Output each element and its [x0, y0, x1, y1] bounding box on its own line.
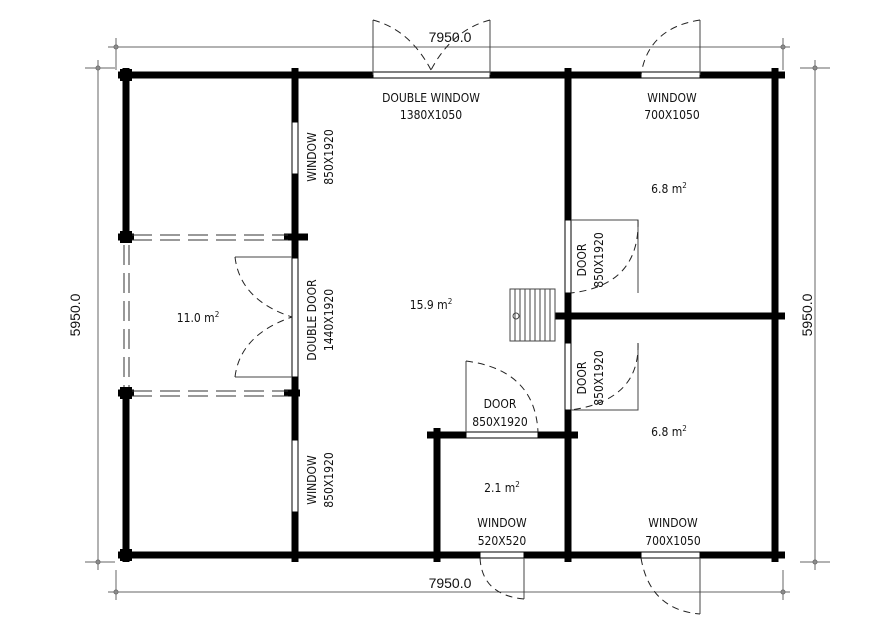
label-lower-door-size: 850X1920: [592, 350, 606, 406]
room-area-porch: 11.0 m2: [177, 310, 220, 325]
label-top-window-size: 700X1050: [644, 108, 700, 122]
room-area-bedroom-1: 6.8 m2: [651, 181, 687, 196]
room-area-bathroom: 2.1 m2: [484, 480, 520, 495]
dimension-top: 7950.0: [429, 29, 472, 45]
dimension-right: 5950.0: [799, 293, 815, 336]
label-bath-window-name: WINDOW: [477, 516, 527, 530]
dimension-lines: [85, 38, 830, 600]
label-upper-door-size: 850X1920: [592, 232, 606, 288]
label-double-window-size: 1380X1050: [400, 108, 462, 122]
label-double-window-name: DOUBLE WINDOW: [382, 91, 480, 105]
openings: [291, 71, 701, 559]
label-double-door-name: DOUBLE DOOR: [305, 279, 319, 361]
stairs: [509, 288, 556, 342]
label-lower-door-name: DOOR: [575, 361, 589, 394]
label-bath-door-size: 850X1920: [472, 415, 528, 429]
label-top-window-name: WINDOW: [647, 91, 697, 105]
label-upper-door-name: DOOR: [575, 243, 589, 276]
room-area-living: 15.9 m2: [410, 297, 453, 312]
door-swings: [234, 19, 701, 615]
label-bath-window-size: 520X520: [478, 534, 527, 548]
dimension-left: 5950.0: [67, 293, 83, 336]
label-left-window-1-name: WINDOW: [305, 132, 319, 182]
label-bottom-window-name: WINDOW: [648, 516, 698, 530]
label-left-window-2-name: WINDOW: [305, 455, 319, 505]
room-area-bedroom-2: 6.8 m2: [651, 424, 687, 439]
label-double-door-size: 1440X1920: [322, 289, 336, 351]
label-bottom-window-size: 700X1050: [645, 534, 701, 548]
porch-outline: [123, 234, 288, 397]
label-bath-door-name: DOOR: [484, 397, 517, 411]
label-left-window-2-size: 850X1920: [322, 452, 336, 508]
label-left-window-1-size: 850X1920: [322, 129, 336, 185]
dimension-bottom: 7950.0: [429, 575, 472, 591]
